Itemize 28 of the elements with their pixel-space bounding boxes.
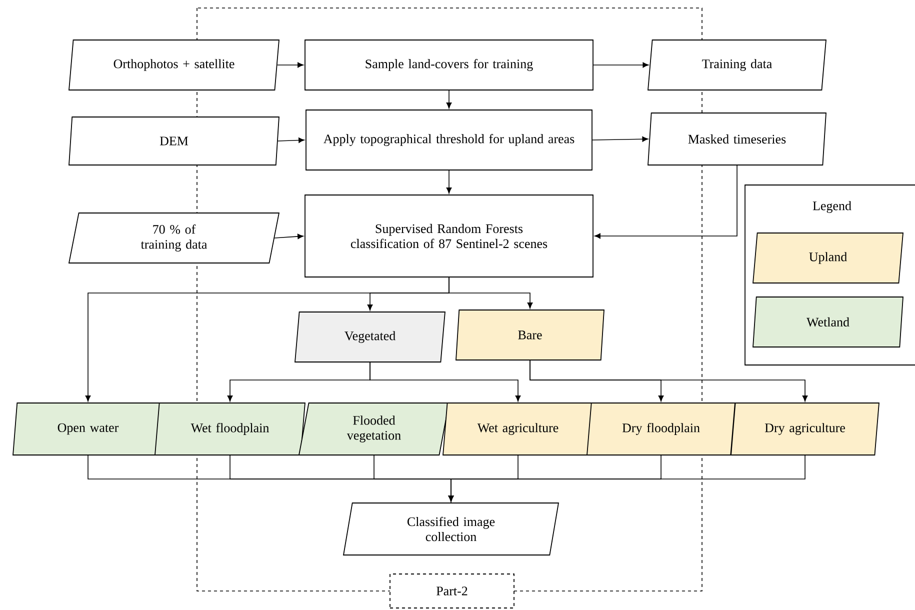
data-parallelogram: Masked timeseries: [648, 112, 826, 166]
legend-title: Legend: [812, 201, 852, 213]
arrow: [448, 455, 806, 502]
arrow: [530, 360, 808, 402]
process-box: Supervised Random Forests classification of 87 Sentinel-2 scenes: [304, 194, 594, 278]
data-parallelogram: Dry agriculture: [730, 402, 880, 456]
data-parallelogram: Wet floodplain: [154, 402, 306, 456]
arrow: [594, 165, 738, 239]
arrow: [370, 362, 521, 402]
data-parallelogram: DEM: [68, 116, 280, 166]
process-box: Sample land-covers for training: [304, 40, 594, 90]
data-parallelogram: Training data: [648, 40, 826, 90]
arrow: [274, 234, 304, 240]
arrow: [276, 62, 304, 68]
arrow: [592, 136, 648, 142]
arrow: [593, 62, 649, 68]
data-parallelogram: Vegetated: [294, 312, 446, 362]
data-parallelogram: Dry floodplain: [586, 402, 736, 456]
data-parallelogram: Orthophotos + satellite: [68, 40, 280, 90]
data-parallelogram: Wet agriculture: [442, 402, 594, 456]
data-parallelogram: Bare: [456, 310, 604, 360]
arrow: [448, 277, 533, 308]
arrow: [446, 170, 452, 194]
dashed-box: Part-2: [390, 574, 514, 608]
arrow: [446, 90, 452, 108]
arrow: [278, 138, 304, 143]
process-box: Apply topographical threshold for upland areas: [306, 110, 592, 170]
data-parallelogram: Open water: [12, 402, 164, 456]
